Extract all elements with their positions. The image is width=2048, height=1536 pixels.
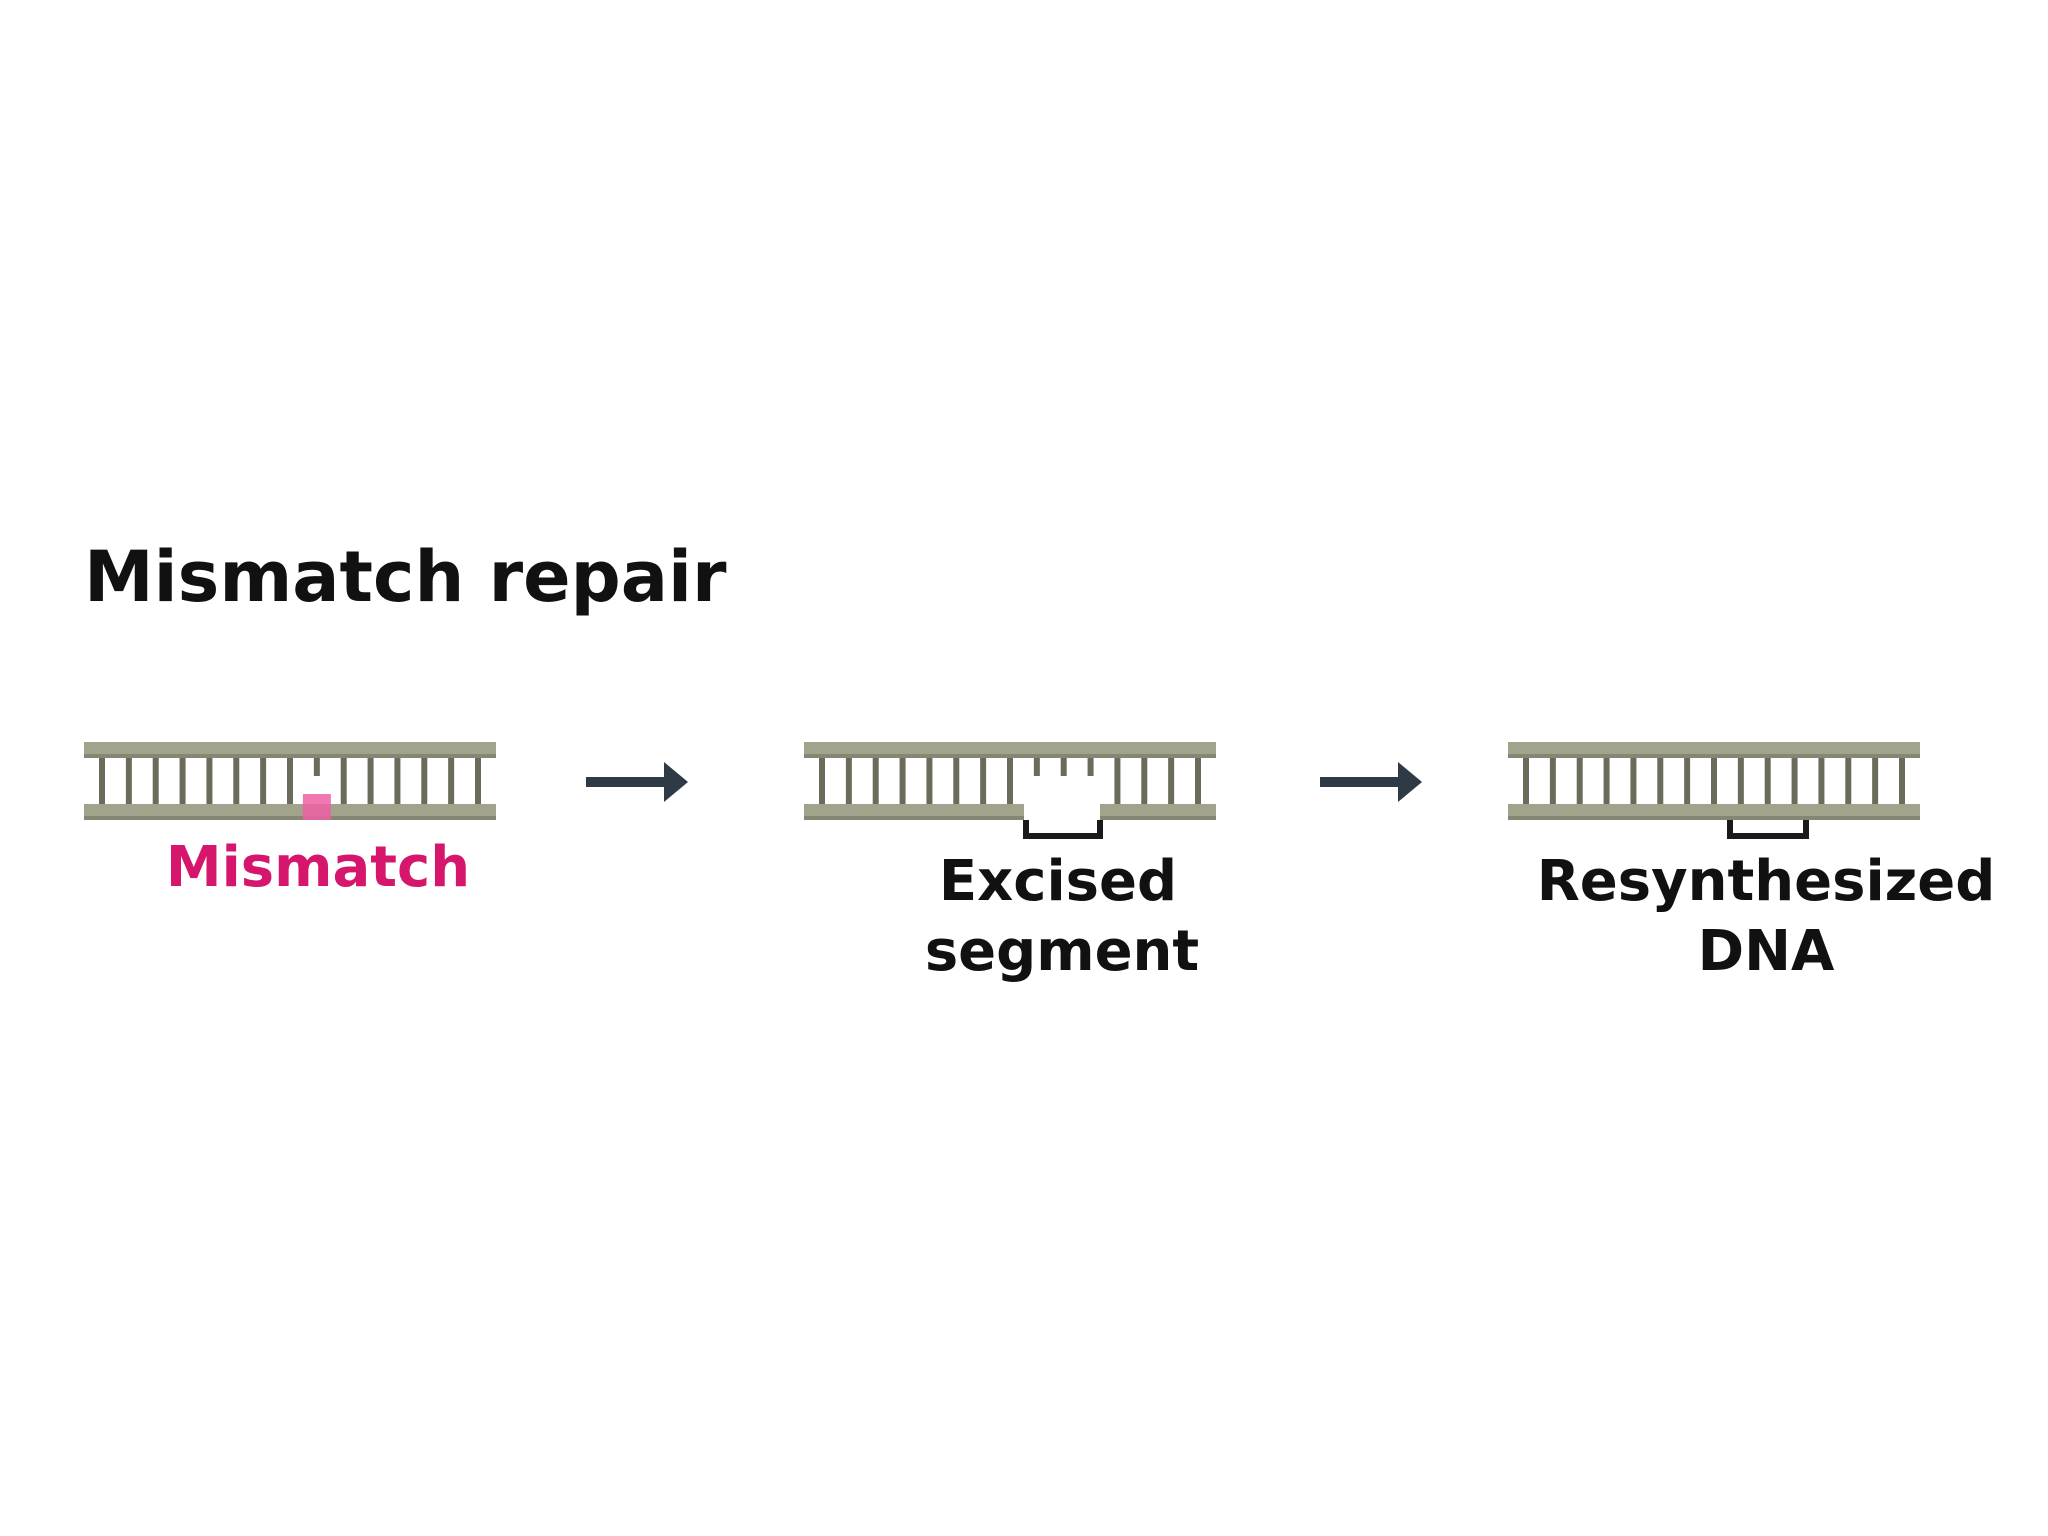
- base-pair-rung: [1007, 758, 1013, 804]
- arrow-head: [1398, 762, 1422, 802]
- base-pair-rung: [1845, 758, 1852, 804]
- base-pair-rung: [206, 758, 213, 804]
- top-strand-shade: [1508, 754, 1920, 758]
- base-pair-rung: [260, 758, 267, 804]
- base-pair-rung: [1657, 758, 1664, 804]
- dna-duplex-mismatch: [84, 742, 496, 820]
- base-pair-rung: [926, 758, 933, 804]
- base-pair-rung: [1576, 758, 1583, 804]
- base-pair-rung: [152, 758, 159, 804]
- resynthesized-dna-bracket: [1727, 820, 1809, 839]
- base-pair-rung: [1737, 758, 1744, 804]
- arrow-right-icon: [1320, 762, 1422, 802]
- base-pair-rung: [179, 758, 186, 804]
- base-pair-rung: [367, 758, 374, 804]
- base-pair-rung: [1711, 758, 1717, 804]
- arrow-shaft: [586, 777, 670, 787]
- bracket-line: [1023, 820, 1103, 839]
- base-pair-rung: [1899, 758, 1905, 804]
- arrow-right-icon: [586, 762, 688, 802]
- base-pair-rung: [394, 758, 401, 804]
- base-pair-rung: [1818, 758, 1825, 804]
- base-pair-rung: [1033, 758, 1040, 776]
- base-pair-rung: [1195, 758, 1201, 804]
- base-pair-rung: [340, 758, 347, 804]
- mismatch-label: Mismatch: [166, 835, 470, 900]
- resynthesized-label-line-1: Resynthesized: [1537, 849, 1996, 914]
- base-pair-rung: [1060, 758, 1067, 776]
- base-pair-rung: [99, 758, 105, 804]
- base-pair-rung: [475, 758, 481, 804]
- base-pair-rung: [125, 758, 132, 804]
- base-pair-rung: [1872, 758, 1879, 804]
- base-pair-rung: [1630, 758, 1637, 804]
- base-pair-rung: [1603, 758, 1610, 804]
- base-pair-rung: [1523, 758, 1529, 804]
- base-pair-rung: [980, 758, 987, 804]
- arrow-head: [664, 762, 688, 802]
- base-pair-rung: [899, 758, 906, 804]
- excised-label-line-2: segment: [925, 919, 1199, 984]
- base-pair-rung: [1168, 758, 1175, 804]
- base-pair-rung: [1684, 758, 1691, 804]
- excised-segment-bracket: [1023, 820, 1103, 839]
- base-pair-rung: [1141, 758, 1148, 804]
- base-pair-rung: [421, 758, 428, 804]
- bottom-strand-left-shade: [804, 816, 1024, 820]
- base-pair-rung: [313, 758, 320, 776]
- base-pair-rung: [953, 758, 960, 804]
- base-pair-rung: [1114, 758, 1121, 804]
- base-pair-rung: [1791, 758, 1798, 804]
- bottom-strand-shade: [1508, 816, 1920, 820]
- resynthesized-label-line-2: DNA: [1698, 919, 1835, 984]
- base-pair-rung: [872, 758, 879, 804]
- base-pair-rung: [845, 758, 852, 804]
- base-pair-rung: [287, 758, 293, 804]
- top-strand-shade: [804, 754, 1216, 758]
- base-pair-rung: [448, 758, 455, 804]
- top-strand-shade: [84, 754, 496, 758]
- dna-duplex-resynthesized: [1508, 742, 1920, 820]
- bracket-line: [1727, 820, 1809, 839]
- bottom-strand-shade: [84, 816, 496, 820]
- bottom-strand-right-shade: [1100, 816, 1216, 820]
- base-pair-rung: [1764, 758, 1771, 804]
- base-pair-rung: [233, 758, 240, 804]
- base-pair-rung: [1087, 758, 1094, 776]
- diagram-title: Mismatch repair: [84, 536, 727, 618]
- excised-label-line-1: Excised: [939, 849, 1177, 914]
- arrow-shaft: [1320, 777, 1404, 787]
- base-pair-rung: [1549, 758, 1556, 804]
- mismatch-base-highlight: [302, 794, 331, 820]
- base-pair-rung: [819, 758, 825, 804]
- dna-duplex-excised: [804, 742, 1216, 820]
